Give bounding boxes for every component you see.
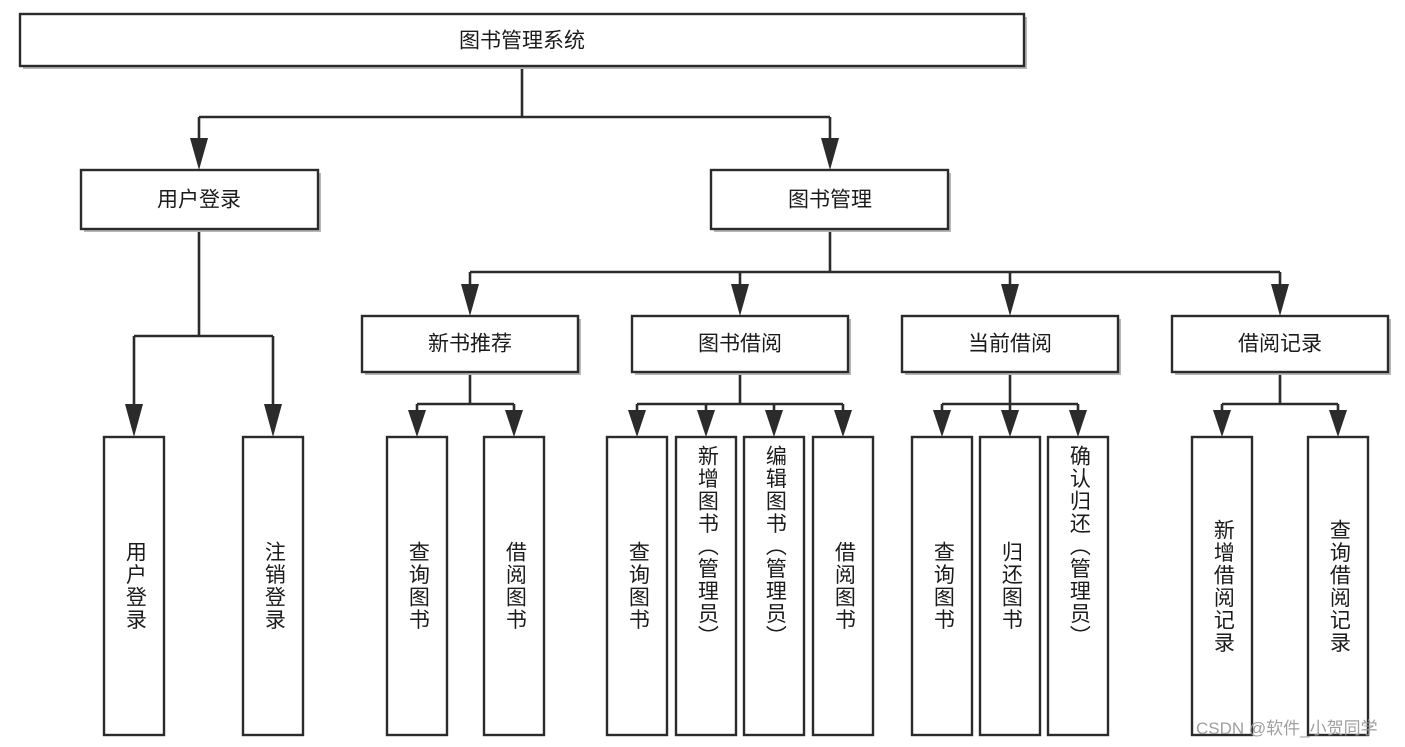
arrow-root-to-books	[821, 138, 839, 170]
leaf-box-return-book[interactable]	[978, 435, 1042, 737]
node-user-login[interactable]: 用户登录	[79, 168, 321, 232]
arrow-login-child-2	[264, 404, 282, 437]
node-current-borrow-rect	[900, 314, 1120, 374]
leaf-box-query-borrow-record[interactable]	[1306, 435, 1370, 737]
leaf-box-query-book-newbook[interactable]	[385, 435, 449, 737]
csdn-watermark: CSDN @软件_小贺同学	[1196, 719, 1378, 738]
connector-group	[125, 66, 1347, 437]
node-new-book-recommend-label: 新书推荐	[428, 333, 512, 356]
node-new-book-recommend[interactable]: 新书推荐	[360, 314, 581, 375]
node-book-management-rect	[709, 168, 950, 231]
leaf-box-logout[interactable]	[241, 435, 305, 737]
arrow-current-child-1	[933, 410, 951, 437]
node-user-login-rect	[79, 168, 320, 231]
node-borrow-record-label: 借阅记录	[1238, 333, 1322, 356]
arrow-borrow-child-2	[697, 410, 715, 437]
node-root-rect	[18, 12, 1026, 68]
node-book-borrow-rect	[630, 314, 850, 374]
node-book-borrow-label: 图书借阅	[698, 333, 782, 356]
leaf-box-query-book-borrow[interactable]	[605, 435, 669, 737]
node-root-label: 图书管理系统	[459, 30, 585, 53]
arrow-borrow-child-3	[765, 410, 783, 437]
arrow-record-child-2	[1329, 410, 1347, 437]
node-root[interactable]: 图书管理系统	[18, 12, 1027, 69]
leaf-box-user-login[interactable]	[102, 435, 166, 737]
leaf-box-query-book-current[interactable]	[910, 435, 974, 737]
arrow-books-to-current	[1001, 284, 1019, 316]
arrow-borrow-child-1	[628, 410, 646, 437]
node-book-borrow[interactable]: 图书借阅	[630, 314, 851, 375]
node-borrow-record-rect	[1170, 314, 1390, 374]
arrow-login-child-1	[125, 404, 143, 437]
arrow-newbook-child-2	[505, 410, 523, 437]
leaf-box-borrow-book-newbook[interactable]	[482, 435, 546, 737]
arrow-root-to-login	[190, 138, 208, 170]
arrow-books-to-newbook	[461, 284, 479, 316]
arrow-current-child-3	[1069, 410, 1087, 437]
leaf-boxes	[102, 435, 1370, 737]
arrow-books-to-borrow	[731, 284, 749, 316]
node-book-management-label: 图书管理	[788, 189, 872, 212]
leaf-box-add-borrow-record[interactable]	[1190, 435, 1254, 737]
node-user-login-label: 用户登录	[157, 189, 241, 212]
node-current-borrow-label: 当前借阅	[968, 333, 1052, 356]
node-current-borrow[interactable]: 当前借阅	[900, 314, 1121, 375]
arrow-newbook-child-1	[408, 410, 426, 437]
leaf-box-add-book-admin[interactable]	[674, 435, 738, 737]
leaf-box-confirm-return-admin[interactable]	[1046, 435, 1110, 737]
leaf-box-borrow-book[interactable]	[811, 435, 875, 737]
arrow-borrow-child-4	[834, 410, 852, 437]
arrow-books-to-record	[1271, 284, 1289, 316]
node-borrow-record[interactable]: 借阅记录	[1170, 314, 1391, 375]
leaf-box-edit-book-admin[interactable]	[742, 435, 806, 737]
arrow-current-child-2	[1001, 410, 1019, 437]
arrow-record-child-1	[1213, 410, 1231, 437]
node-book-management[interactable]: 图书管理	[709, 168, 951, 232]
node-new-book-recommend-rect	[360, 314, 580, 374]
